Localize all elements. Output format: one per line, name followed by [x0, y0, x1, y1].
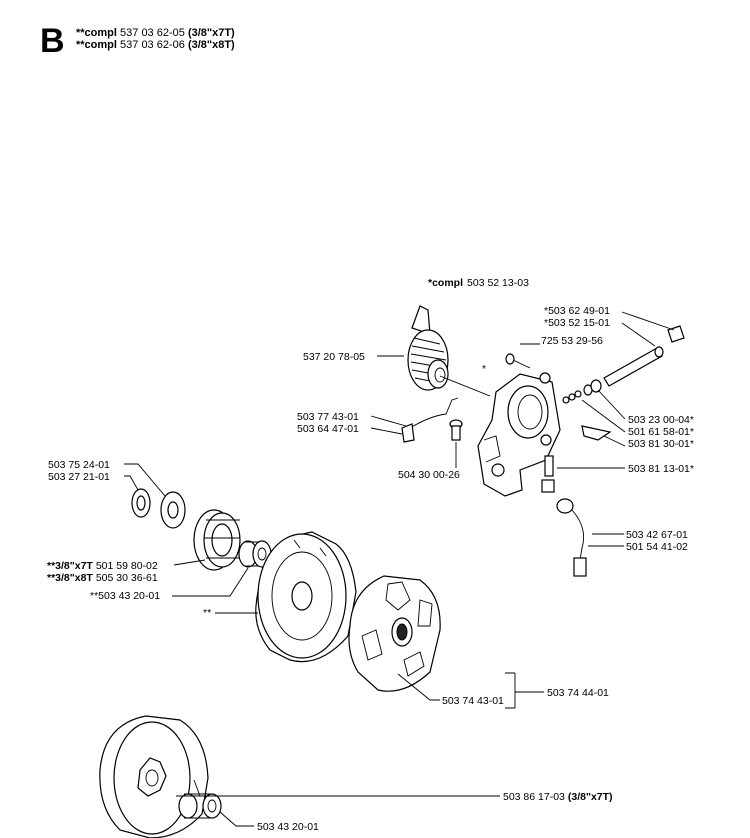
label-drum-marker: **	[203, 607, 211, 619]
spur-part: 503 86 17-03	[503, 791, 565, 803]
label-washer-a: 503 75 24-01	[48, 459, 110, 471]
header-line-2: **compl 537 03 62-06 (3/8"x8T)	[76, 39, 235, 52]
section-letter: B	[40, 22, 65, 60]
header-variant: (3/8"x8T)	[187, 39, 235, 51]
kit-prefix: *compl	[428, 277, 463, 289]
header-prefix: **compl	[76, 39, 117, 51]
washer-pair	[131, 488, 186, 529]
header-part-number: 537 03 62-05	[120, 27, 185, 39]
needle-bearing-bottom	[178, 793, 222, 819]
label-spur-sprocket: 503 86 17-03(3/8"x7T)	[503, 791, 613, 803]
plate	[581, 425, 612, 441]
label-nipple: 504 30 00-26	[398, 469, 460, 481]
label-pipe-2: 503 64 47-01	[297, 423, 359, 435]
label-hose-1: 503 42 67-01	[626, 529, 688, 541]
rim-8t-prefix: **3/8"x8T	[47, 572, 93, 584]
spur-sprocket-drum	[99, 715, 209, 838]
clutch-assembly	[348, 575, 441, 692]
header-part-number: 537 03 62-06	[120, 39, 185, 51]
label-hose-2: 501 54 41-02	[626, 541, 688, 553]
label-washer: 503 23 00-04*	[628, 414, 694, 426]
header-variant: (3/8"x7T)	[187, 27, 235, 39]
oil-hose	[556, 498, 587, 577]
label-washer-b: 503 27 21-01	[48, 471, 110, 483]
pump-shaft	[603, 325, 685, 387]
label-pipe-1: 503 77 43-01	[297, 411, 359, 423]
oil-pump-housing	[477, 372, 561, 497]
adjustment-screw	[541, 455, 555, 493]
rim-8t-part: 505 30 36-61	[96, 572, 158, 584]
label-plate: 503 81 30-01*	[628, 438, 694, 450]
worm-gear	[407, 305, 449, 391]
spring-and-washers	[562, 379, 602, 404]
label-spring: 501 61 58-01*	[628, 426, 694, 438]
kit-part-number: 503 52 13-03	[467, 277, 529, 289]
star-marker: *	[482, 363, 486, 375]
oil-pump-kit-label: *compl 503 52 13-03	[428, 277, 529, 289]
label-shaft-1: *503 62 49-01	[544, 305, 610, 317]
label-worm-gear: 537 20 78-05	[303, 351, 365, 363]
clutch-drum	[255, 531, 357, 663]
label-bearing-top: **503 43 20-01	[90, 590, 160, 602]
rim-7t-part: 501 59 80-02	[96, 560, 158, 572]
label-clutch-shoe: 503 74 43-01	[442, 695, 504, 707]
oil-pipe	[401, 397, 459, 443]
label-shaft-2: *503 52 15-01	[544, 317, 610, 329]
header-prefix: **compl	[76, 27, 117, 39]
label-bearing-bottom: 503 43 20-01	[257, 821, 319, 833]
screw	[505, 353, 531, 369]
rim-sprocket	[193, 509, 241, 571]
header-line-1: **compl 537 03 62-05 (3/8"x7T)	[76, 27, 235, 40]
label-clutch-assembly: 503 74 44-01	[547, 687, 609, 699]
rim-7t-prefix: **3/8"x7T	[47, 560, 93, 572]
nipple	[449, 419, 463, 441]
spur-variant: (3/8"x7T)	[568, 791, 613, 803]
label-adjustment-screw: 503 81 13-01*	[628, 463, 694, 475]
label-screw: 725 53 29-56	[541, 335, 603, 347]
